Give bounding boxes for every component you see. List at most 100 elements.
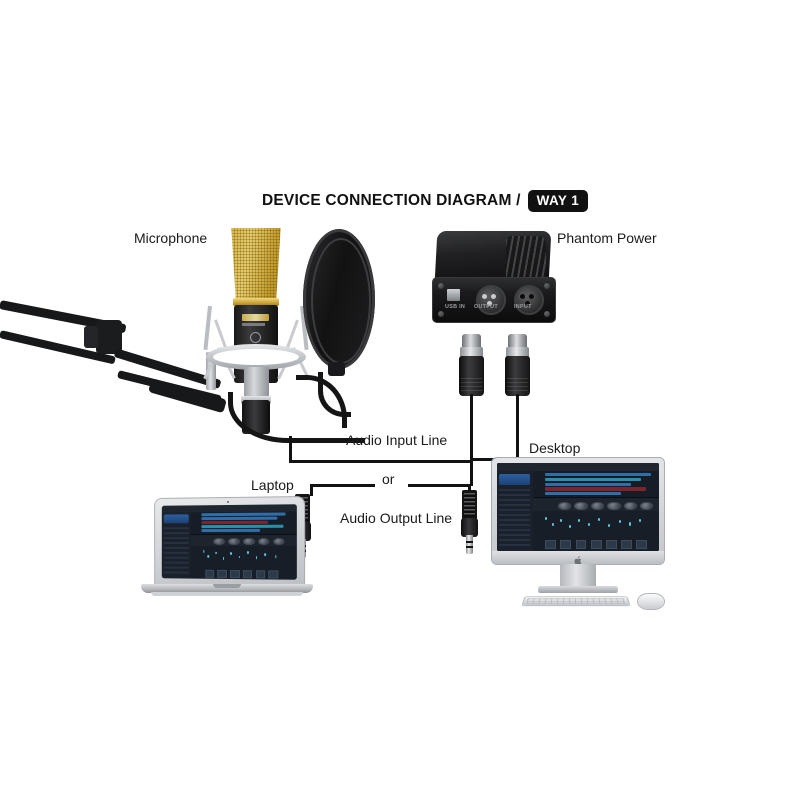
xlr-connector-right-barrel [505, 356, 530, 396]
trs-plug-desktop-shaft [466, 535, 473, 554]
desktop-keyboard[interactable] [522, 596, 630, 606]
laptop-foot [151, 592, 303, 596]
xlr-in-hole-3 [523, 300, 531, 307]
daw-note [638, 518, 641, 523]
panel-screw-bl [438, 311, 444, 317]
wire-or-right [408, 484, 471, 487]
daw-track-3 [200, 521, 269, 525]
wire-or-left [310, 484, 375, 487]
xlr-in-hole-2 [528, 293, 535, 300]
diagram-title-row: DEVICE CONNECTION DIAGRAM / WAY 1 [262, 190, 589, 212]
microphone-gold-ring [233, 298, 279, 306]
desktop-stand-neck [560, 564, 596, 588]
daw-note [588, 523, 591, 527]
daw-knob-2 [574, 501, 588, 511]
daw-plugin-strip [532, 497, 659, 514]
xlr-input-port-label: INPUT [514, 304, 532, 310]
daw-knob-3 [242, 537, 255, 546]
laptop-front-notch [213, 584, 241, 588]
boom-arm-clamp [84, 320, 122, 354]
daw-pad [242, 569, 253, 578]
daw-pad [217, 569, 227, 578]
daw-note [275, 555, 277, 558]
pop-filter-inner-ring [311, 238, 371, 364]
daw-library-panel [499, 473, 531, 485]
daw-note [238, 555, 241, 559]
label-or: or [382, 471, 395, 487]
daw-note [628, 522, 631, 526]
xlr-input-port[interactable] [514, 285, 544, 315]
keyboard-keys [526, 597, 626, 605]
apple-logo-icon [574, 553, 583, 566]
daw-note [222, 556, 225, 560]
label-microphone: Microphone [134, 230, 208, 246]
daw-track-3 [545, 482, 632, 486]
daw-pad [545, 540, 557, 550]
xlr-out-pin-3 [486, 301, 492, 306]
panel-screw-br [544, 311, 550, 317]
laptop-screen [161, 504, 297, 580]
daw-knob-2 [228, 537, 240, 546]
daw-pad [255, 569, 266, 579]
daw-track-1 [545, 473, 652, 477]
daw-pad [205, 569, 215, 578]
daw-pad [230, 569, 240, 578]
laptop [133, 497, 313, 606]
xlr-connector-right-head [508, 334, 527, 350]
usb-in-port-label: USB IN [445, 304, 466, 310]
xlr-in-hole-1 [519, 293, 526, 300]
daw-knob-1 [213, 537, 225, 546]
laptop-base [141, 584, 313, 593]
desktop-stand-foot [538, 586, 618, 593]
daw-note [264, 553, 266, 556]
phantom-power-heat-fins [506, 236, 546, 280]
daw-track-area [532, 470, 659, 498]
shock-mount-ring [206, 344, 306, 370]
wire-or-left-down [310, 484, 313, 496]
usb-in-port[interactable] [447, 289, 460, 301]
desktop-mouse[interactable] [638, 594, 664, 609]
daw-pad [621, 540, 632, 550]
daw-library-panel [163, 514, 189, 524]
desktop-chin [492, 551, 664, 564]
xlr-output-port-label: OUTPUT [474, 304, 498, 310]
daw-track-1 [200, 512, 286, 517]
pop-filter-gooseneck [318, 372, 351, 417]
xlr-out-pin-2 [491, 294, 496, 299]
daw-note [202, 550, 205, 553]
daw-note [207, 554, 209, 558]
wire-xlr-right-drop [516, 394, 519, 460]
label-desktop: Desktop [529, 440, 581, 456]
trs-plug-desktop-grip [462, 490, 477, 520]
daw-note [545, 516, 548, 521]
desktop-daw-app [497, 463, 659, 551]
daw-knob-5 [272, 537, 285, 546]
daw-knob-4 [257, 537, 270, 546]
desktop-screen [497, 463, 659, 551]
daw-track-5 [200, 529, 260, 533]
daw-note [608, 524, 611, 528]
microphone-logo [242, 314, 269, 321]
xlr-connector-left-barrel [459, 356, 484, 396]
daw-track-2 [545, 477, 642, 482]
label-audio-output-line: Audio Output Line [340, 510, 453, 526]
desktop-computer [492, 458, 672, 610]
daw-file-list [163, 527, 189, 577]
laptop-camera [227, 501, 229, 503]
wire-audio-input-horizontal [289, 460, 471, 463]
xlr-output-port[interactable] [476, 285, 506, 315]
microphone-pattern-indicator [250, 332, 261, 343]
daw-pad [636, 540, 648, 550]
xlr-out-pin-1 [482, 294, 487, 299]
xlr-connector-left-head [462, 334, 481, 350]
daw-knob-4 [607, 501, 621, 511]
boom-arm-mount-post [206, 352, 216, 390]
daw-note [618, 520, 621, 524]
wire-to-output-bus [470, 460, 473, 486]
daw-piano-roll [532, 511, 659, 551]
trs-plug-desktop-body [461, 518, 478, 537]
daw-pad [605, 540, 617, 550]
daw-note [215, 551, 218, 555]
daw-note [255, 556, 258, 560]
